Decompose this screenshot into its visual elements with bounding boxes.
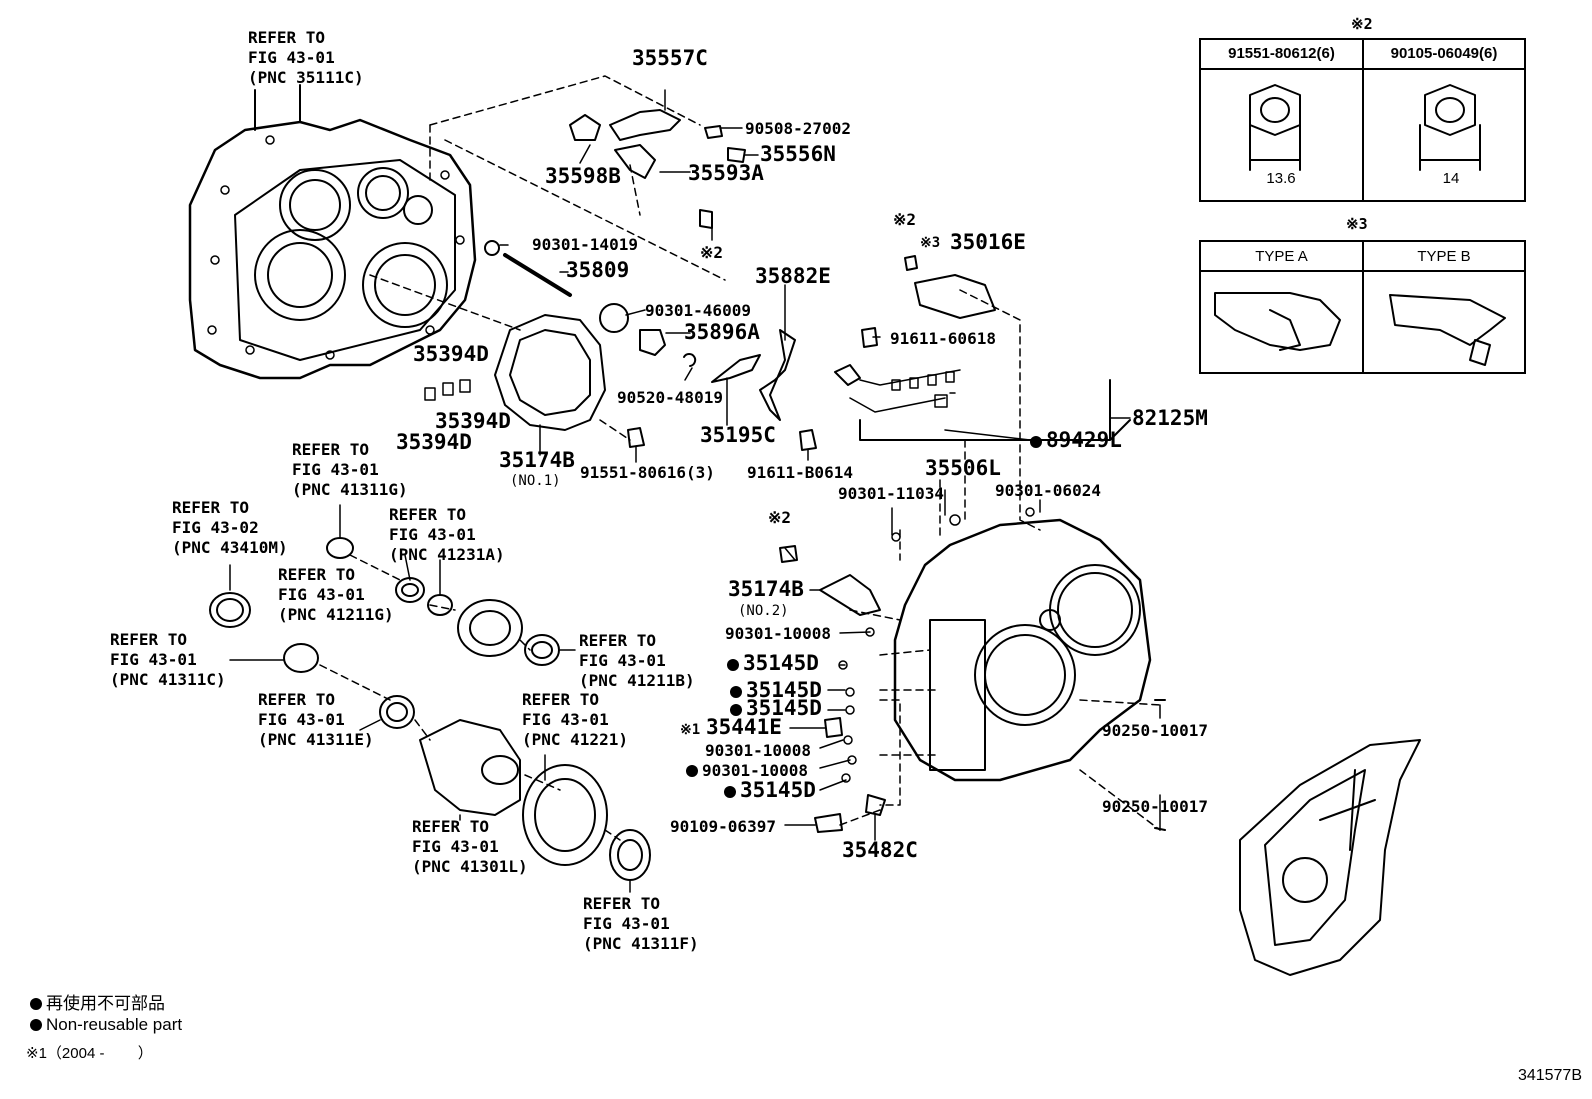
note-2-bolt-c: ※2 bbox=[768, 508, 792, 527]
type-inset-table: TYPE A TYPE B bbox=[1199, 240, 1526, 374]
part-90301-10008-a[interactable]: 90301-10008 bbox=[725, 624, 831, 643]
refer-41211G: REFER TO FIG 43-01 (PNC 41211G) bbox=[278, 565, 394, 624]
part-35394D-b[interactable]: 35394D bbox=[435, 409, 511, 433]
bolt-inset-col1-size: 13.6 bbox=[1266, 170, 1296, 187]
note-1: ※1 bbox=[680, 722, 701, 738]
refer-41301L: REFER TO FIG 43-01 (PNC 41301L) bbox=[412, 817, 528, 876]
part-90109-06397[interactable]: 90109-06397 bbox=[670, 817, 776, 836]
part-91611-B0614[interactable]: 91611-B0614 bbox=[747, 463, 853, 482]
type-inset-mark: ※3 bbox=[1346, 215, 1368, 233]
bolt-inset-col1-part: 91551-80612(6) bbox=[1228, 45, 1335, 62]
part-90508-27002[interactable]: 90508-27002 bbox=[745, 119, 851, 138]
part-35394D-a[interactable]: 35394D bbox=[413, 342, 489, 366]
note-2-bolt-a: ※2 bbox=[700, 243, 724, 262]
wiring-harness-drawing bbox=[834, 255, 1131, 441]
type-a-label: TYPE A bbox=[1255, 248, 1308, 265]
part-90520-48019[interactable]: 90520-48019 bbox=[617, 388, 723, 407]
bolt-inset-col2-part: 90105-06049(6) bbox=[1390, 45, 1498, 62]
part-91611-60618[interactable]: 91611-60618 bbox=[890, 329, 996, 348]
refer-35111C: REFER TO FIG 43-01 (PNC 35111C) bbox=[248, 28, 364, 87]
refer-41311E: REFER TO FIG 43-01 (PNC 41311E) bbox=[258, 690, 374, 749]
part-35557C[interactable]: 35557C bbox=[632, 46, 708, 70]
part-35598B[interactable]: 35598B bbox=[545, 164, 621, 188]
bracket-parts-drawing bbox=[424, 109, 817, 451]
part-35506L[interactable]: 35506L bbox=[925, 456, 1001, 480]
part-90250-10017-b[interactable]: 90250-10017 bbox=[1102, 797, 1208, 816]
part-35174B-no1-sub: (NO.1) bbox=[510, 473, 561, 489]
note-2-bolt-b: ※2 bbox=[893, 210, 917, 229]
bolt-inset-col2-size: 14 bbox=[1442, 170, 1460, 187]
part-90301-10008-b[interactable]: 90301-10008 bbox=[705, 741, 811, 760]
part-35195C[interactable]: 35195C bbox=[700, 423, 776, 447]
part-91551-80616[interactable]: 91551-80616(3) bbox=[580, 463, 715, 482]
part-90301-46009[interactable]: 90301-46009 bbox=[645, 301, 751, 320]
part-90301-10008-c[interactable]: 90301-10008 bbox=[686, 761, 808, 780]
refer-41311C: REFER TO FIG 43-01 (PNC 41311C) bbox=[110, 630, 226, 689]
part-35556N[interactable]: 35556N bbox=[760, 142, 836, 166]
part-35482C[interactable]: 35482C bbox=[842, 838, 918, 862]
part-82125M[interactable]: 82125M bbox=[1132, 406, 1208, 430]
part-35145D-d[interactable]: 35145D bbox=[724, 780, 816, 801]
refer-41311G: REFER TO FIG 43-01 (PNC 41311G) bbox=[292, 440, 408, 499]
part-35174B-no1[interactable]: 35174B bbox=[499, 448, 575, 472]
diagram-id: 341577B bbox=[1517, 1067, 1582, 1084]
bolt-inset-drawing bbox=[1249, 84, 1481, 171]
refer-41311F: REFER TO FIG 43-01 (PNC 41311F) bbox=[583, 894, 699, 953]
transaxle-housing-drawing bbox=[779, 507, 1166, 833]
part-90301-11034[interactable]: 90301-11034 bbox=[838, 484, 944, 503]
part-35593A[interactable]: 35593A bbox=[688, 161, 764, 185]
part-90301-14019[interactable]: 90301-14019 bbox=[532, 235, 638, 254]
transaxle-case-drawing bbox=[188, 84, 477, 380]
part-89429L[interactable]: 89429L bbox=[1030, 430, 1122, 451]
part-35441E[interactable]: 35441E bbox=[706, 715, 782, 739]
part-35145D-a[interactable]: 35145D bbox=[727, 653, 819, 674]
part-35174B-no2-sub: (NO.2) bbox=[738, 603, 789, 619]
part-35145D-c[interactable]: 35145D bbox=[730, 698, 822, 719]
part-90250-10017-a[interactable]: 90250-10017 bbox=[1102, 721, 1208, 740]
transaxle-overview-drawing bbox=[1239, 739, 1421, 976]
part-35896A[interactable]: 35896A bbox=[684, 320, 760, 344]
legend-non-reusable-en: Non-reusable part bbox=[30, 1015, 182, 1035]
bolt-inset-mark: ※2 bbox=[1351, 15, 1373, 33]
part-35809[interactable]: 35809 bbox=[566, 258, 630, 282]
legend-note-1: ※1（2004 - ） bbox=[26, 1045, 153, 1062]
refer-41211B: REFER TO FIG 43-01 (PNC 41211B) bbox=[579, 631, 695, 690]
part-35882E[interactable]: 35882E bbox=[755, 264, 831, 288]
refer-41231A: REFER TO FIG 43-01 (PNC 41231A) bbox=[389, 505, 505, 564]
type-inset-drawing bbox=[1214, 292, 1506, 366]
refer-41221: REFER TO FIG 43-01 (PNC 41221) bbox=[522, 690, 628, 749]
legend-non-reusable-jp: 再使用不可部品 bbox=[30, 989, 165, 1014]
bolt-inset-table: 91551-80612(6) 90105-06049(6) 13.6 14 bbox=[1199, 38, 1526, 202]
part-35174B-no2[interactable]: 35174B bbox=[728, 577, 804, 601]
note-3: ※3 bbox=[920, 235, 941, 251]
part-35016E[interactable]: 35016E bbox=[950, 230, 1026, 254]
part-90301-06024[interactable]: 90301-06024 bbox=[995, 481, 1101, 500]
part-35394D-c[interactable]: 35394D bbox=[396, 430, 472, 454]
type-b-label: TYPE B bbox=[1417, 248, 1471, 265]
refer-43410M: REFER TO FIG 43-02 (PNC 43410M) bbox=[172, 498, 288, 557]
